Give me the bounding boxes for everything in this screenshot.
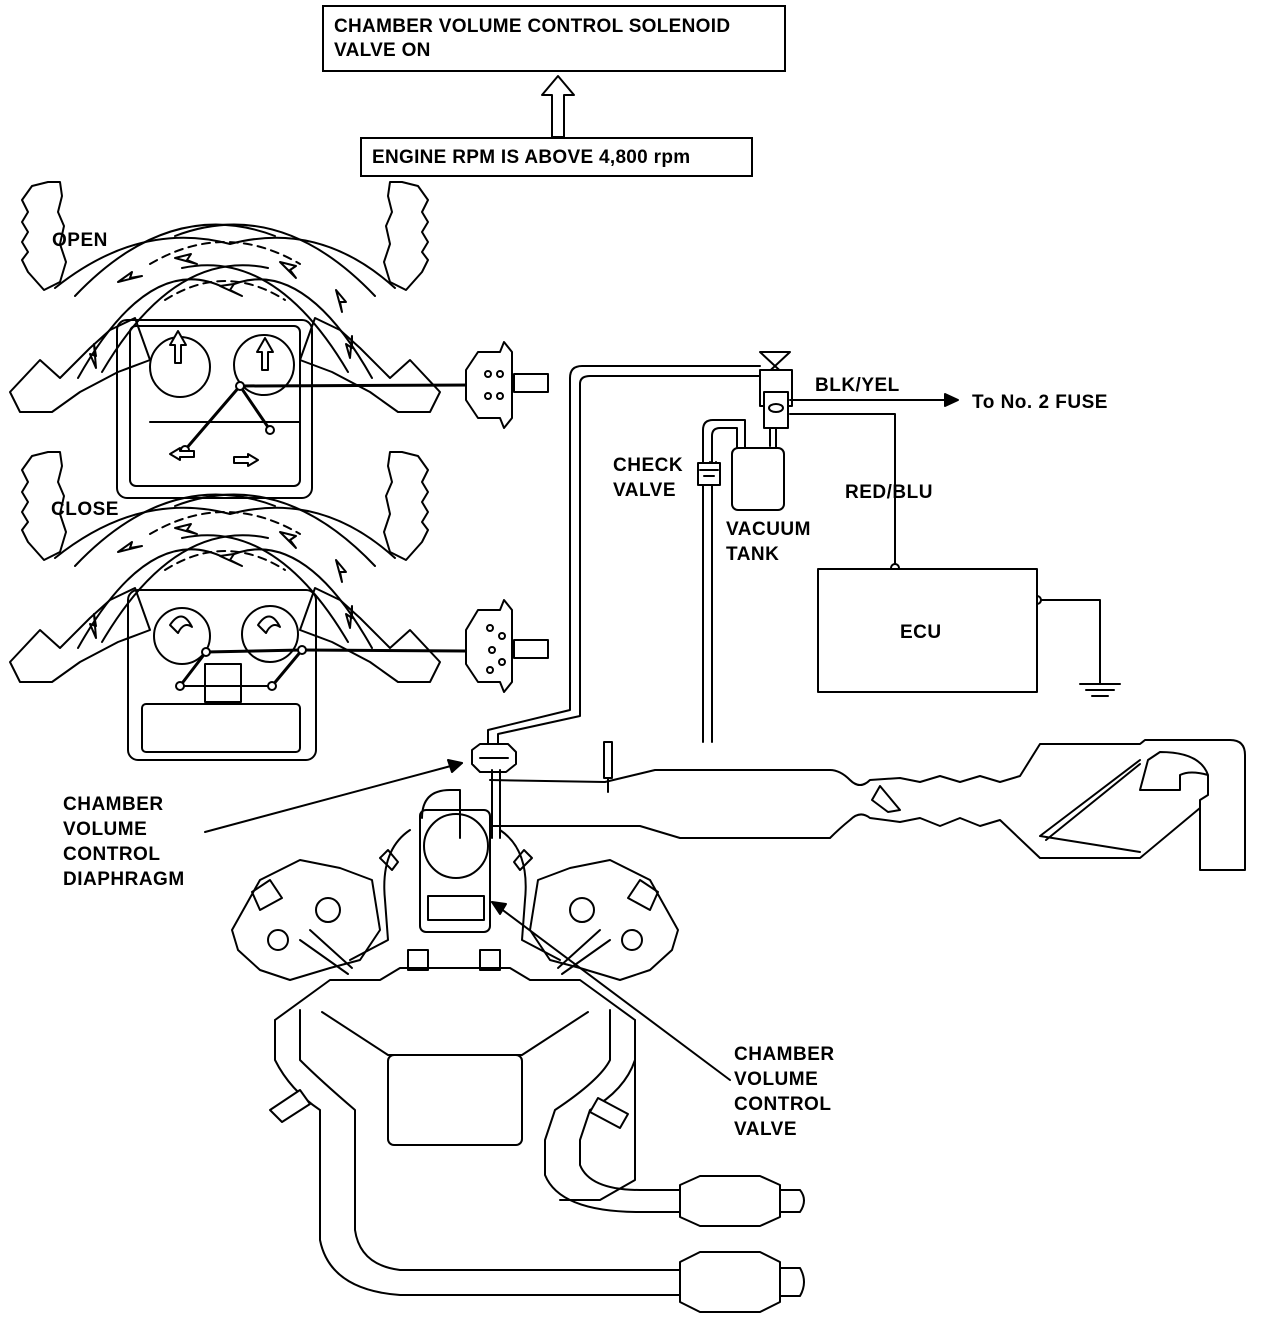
vacuum-tank-label: VACUUM TANK bbox=[726, 517, 811, 567]
ecu-label: ECU bbox=[900, 622, 942, 643]
vacuum-hoses bbox=[487, 365, 761, 749]
blk-yel-label: BLK/YEL bbox=[815, 375, 900, 396]
intake-duct bbox=[489, 739, 1246, 871]
diaphragm-label-line3: CONTROL bbox=[63, 844, 161, 865]
diaphragm-leader bbox=[204, 759, 463, 833]
rpm-condition-box: ENGINE RPM IS ABOVE 4,800 rpm bbox=[360, 137, 753, 177]
control-valve-label-line2: VOLUME bbox=[734, 1069, 819, 1090]
rpm-condition-text: ENGINE RPM IS ABOVE 4,800 rpm bbox=[372, 147, 691, 168]
check-valve-label-line1: CHECK bbox=[613, 455, 684, 476]
diaphragm-label-line2: VOLUME bbox=[63, 819, 148, 840]
control-valve-label-line1: CHAMBER bbox=[734, 1044, 835, 1065]
diaphragm-label: CHAMBER VOLUME CONTROL DIAPHRAGM bbox=[63, 792, 185, 892]
right-injector-close bbox=[383, 451, 429, 561]
right-injector-open bbox=[383, 181, 429, 291]
open-state-illustration bbox=[9, 181, 549, 499]
engine-assembly bbox=[231, 789, 805, 1313]
check-valve-label: CHECK VALVE bbox=[613, 453, 683, 503]
check-valve bbox=[697, 462, 721, 486]
diaphragm-label-line1: CHAMBER bbox=[63, 794, 164, 815]
left-injector-open bbox=[21, 181, 67, 291]
control-valve-label: CHAMBER VOLUME CONTROL VALVE bbox=[734, 1042, 835, 1142]
vacuum-tank-label-line1: VACUUM bbox=[726, 519, 811, 540]
check-valve-label-line2: VALVE bbox=[613, 480, 677, 501]
solenoid-result-line1: CHAMBER VOLUME CONTROL SOLENOID bbox=[334, 16, 731, 37]
left-injector-close bbox=[21, 451, 67, 561]
close-state-illustration bbox=[9, 451, 549, 761]
solenoid-result-line2: VALVE ON bbox=[334, 40, 431, 61]
flow-arrow bbox=[541, 75, 575, 138]
solenoid-result-box: CHAMBER VOLUME CONTROL SOLENOID VALVE ON bbox=[322, 5, 786, 72]
control-valve-label-line4: VALVE bbox=[734, 1119, 798, 1140]
control-valve-label-line3: CONTROL bbox=[734, 1094, 832, 1115]
fuse-label: To No. 2 FUSE bbox=[972, 392, 1108, 413]
close-label: CLOSE bbox=[51, 499, 119, 520]
control-valve-leader bbox=[491, 901, 731, 1081]
vacuum-tank-label-line2: TANK bbox=[726, 544, 780, 565]
ecu-box bbox=[817, 568, 1038, 693]
open-label: OPEN bbox=[52, 230, 108, 251]
chamber-volume-control-diaphragm bbox=[471, 743, 517, 773]
diaphragm-label-line4: DIAPHRAGM bbox=[63, 869, 185, 890]
red-blu-label: RED/BLU bbox=[845, 482, 933, 503]
vacuum-tank bbox=[731, 447, 785, 511]
solenoid-valve bbox=[759, 351, 793, 449]
